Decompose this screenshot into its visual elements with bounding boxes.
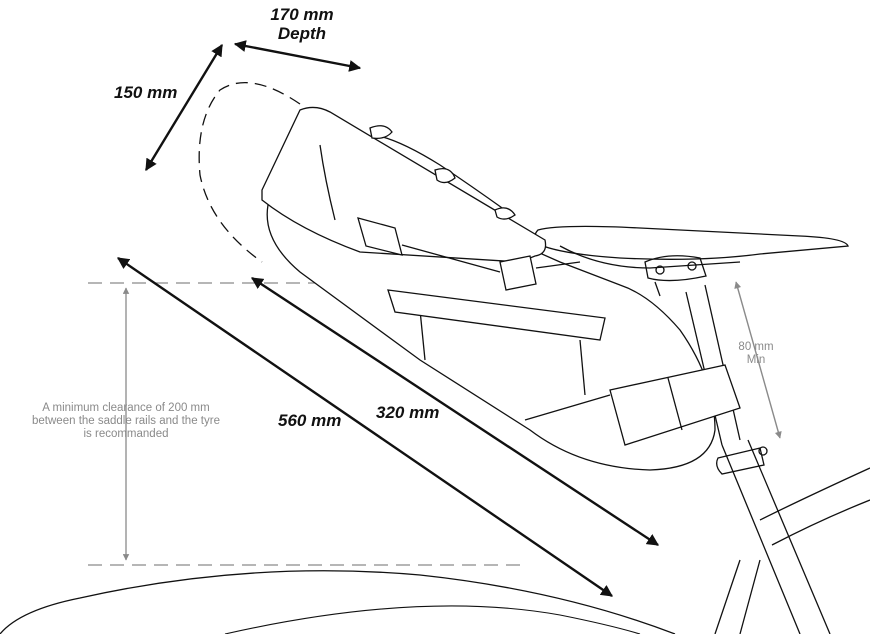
min-height-label: 80 mm Min xyxy=(726,341,786,367)
height-label: 150 mm xyxy=(114,83,178,102)
clearance-line-3: is recommanded xyxy=(83,428,169,441)
length-inner-label: 320 mm xyxy=(376,403,440,422)
depth-arrow xyxy=(233,40,362,72)
min-height-value: 80 mm xyxy=(738,341,774,353)
tyre-arc xyxy=(0,570,676,635)
height-arrow xyxy=(144,43,224,172)
depth-word: Depth xyxy=(277,24,327,43)
depth-value: 170 mm xyxy=(270,5,334,24)
depth-label: 170 mm Depth xyxy=(262,6,342,42)
clearance-note: A minimum clearance of 200 mm between th… xyxy=(6,402,246,442)
clearance-line-2: between the saddle rails and the tyre xyxy=(32,415,220,428)
length-inner-arrow xyxy=(250,276,660,547)
min-height-word: Min xyxy=(746,354,766,367)
tyre-inner-arc xyxy=(224,605,641,635)
clearance-line-1: A minimum clearance of 200 mm xyxy=(42,402,210,414)
bike-frame xyxy=(685,284,870,635)
length-outer-label: 560 mm xyxy=(278,411,342,430)
expanded-bag-outline xyxy=(198,81,301,263)
min-height-arrow xyxy=(734,281,782,439)
